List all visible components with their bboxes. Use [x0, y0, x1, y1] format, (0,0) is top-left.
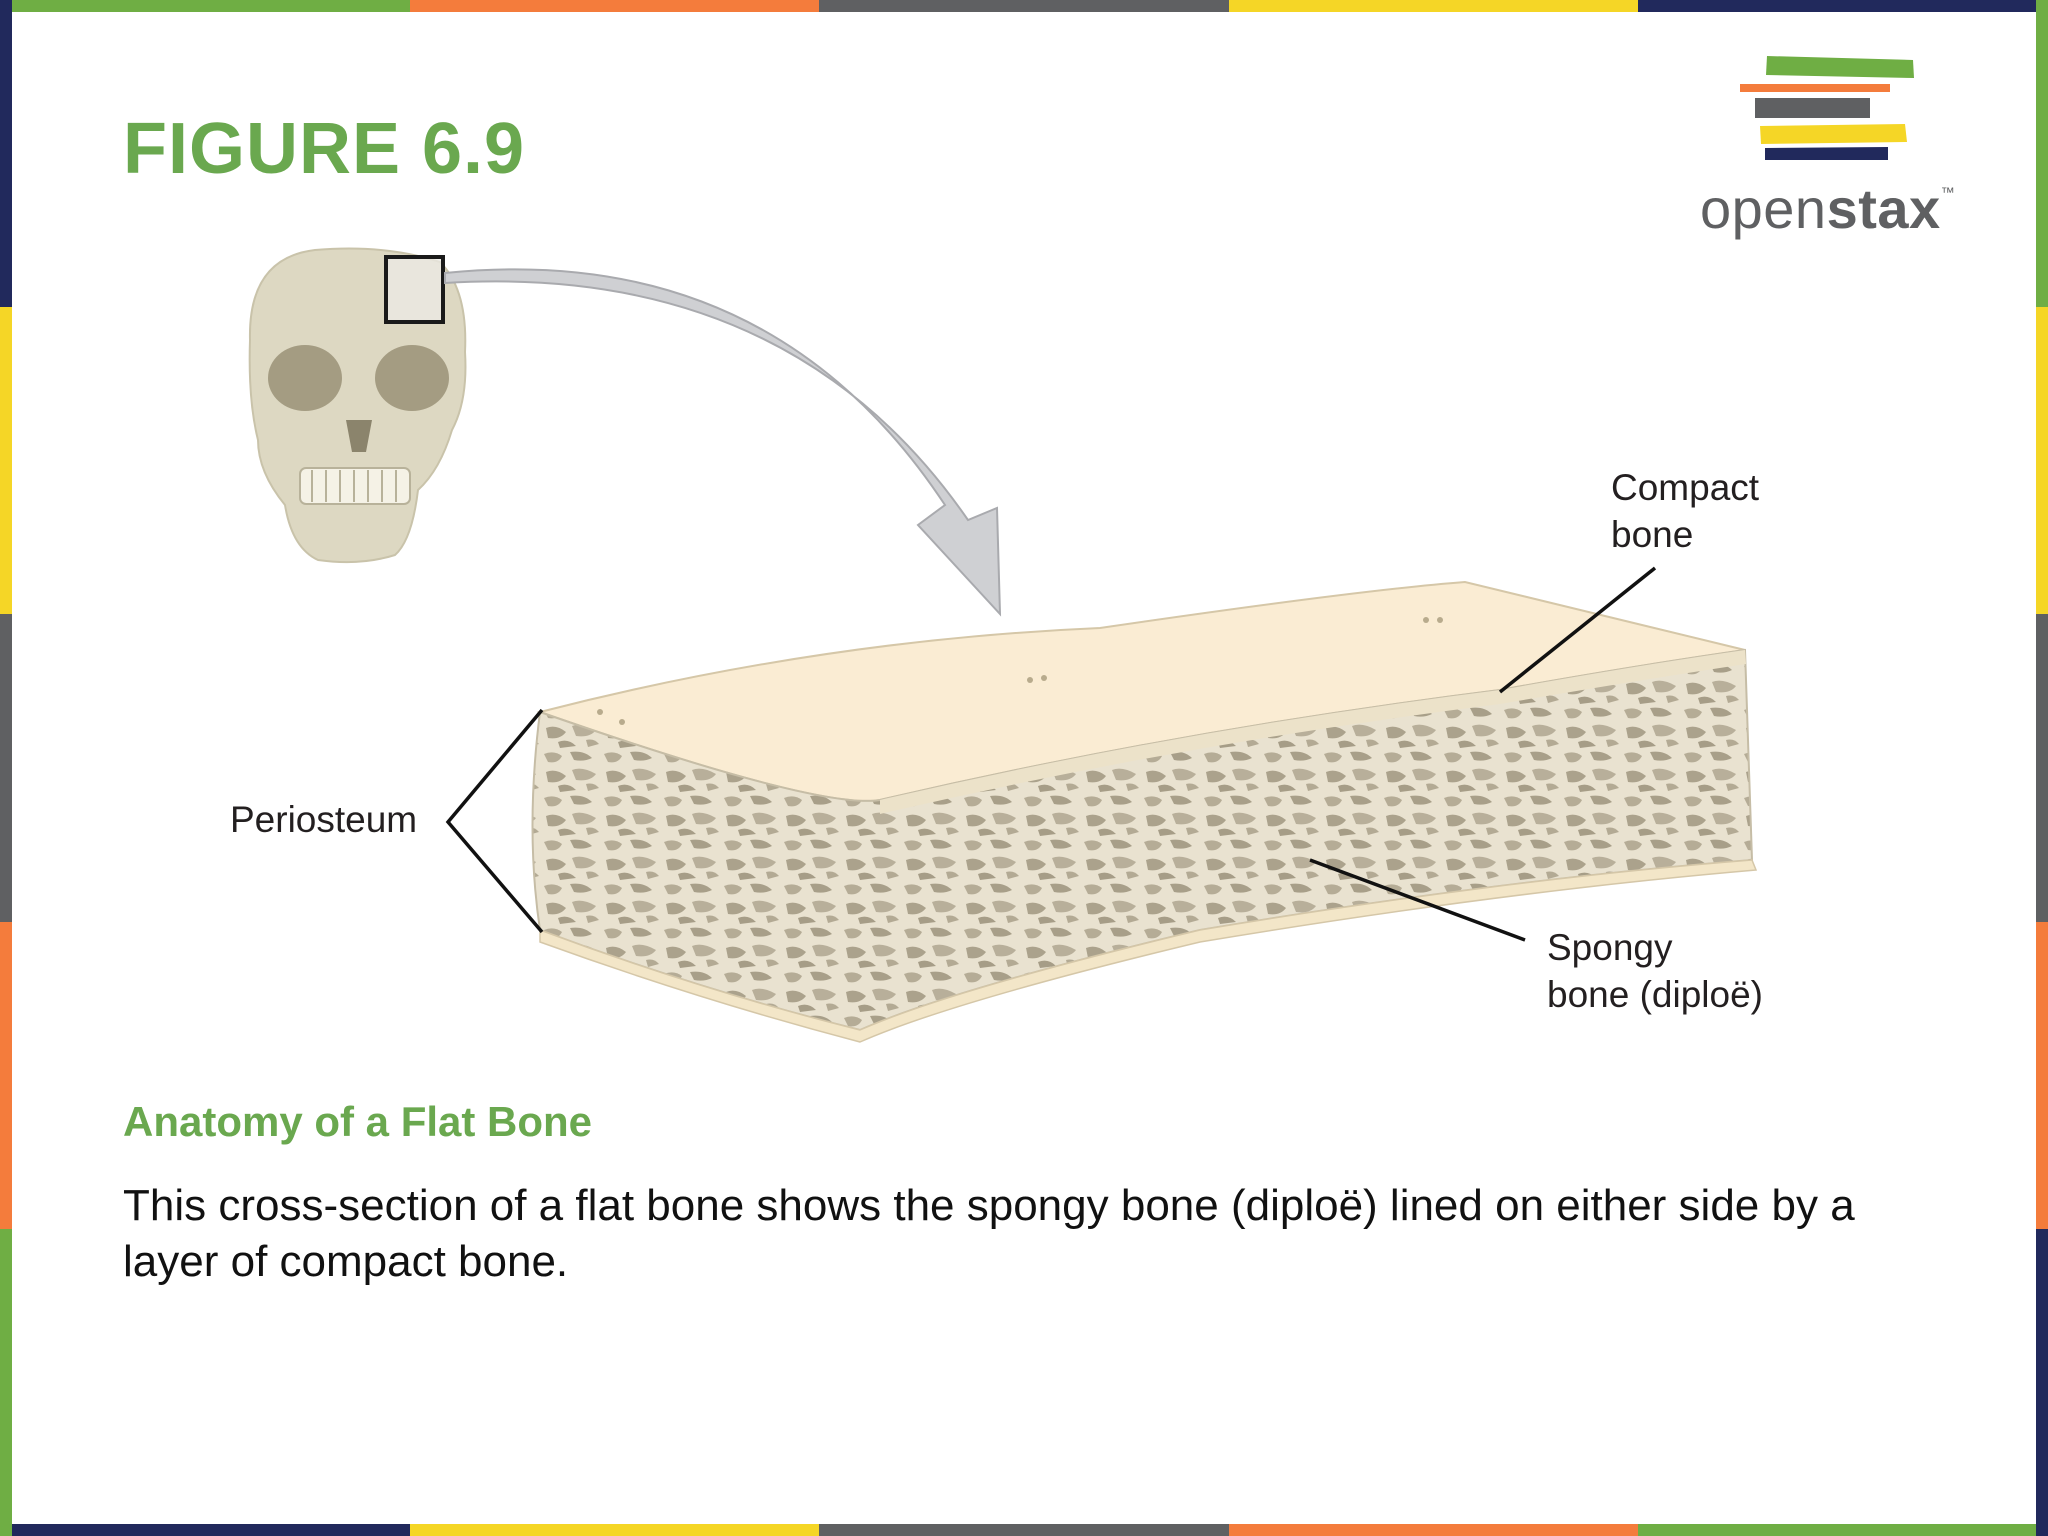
border-bottom [0, 1524, 2048, 1536]
zoom-arrow-icon [444, 268, 1002, 617]
caption-text: This cross-section of a flat bone shows … [123, 1181, 1855, 1286]
flat-bone-diagram: Compact bone Spongy bone (diploë) Perios… [230, 247, 1763, 1043]
periosteum-leader [445, 708, 544, 934]
openstax-logo: openstax™ [1700, 48, 1990, 248]
logo-stripes-icon [1740, 56, 1914, 160]
border-right [2036, 0, 2048, 1536]
skull-icon [248, 247, 467, 564]
border-top [0, 0, 2048, 12]
compact-bone-label: Compact bone [1611, 467, 1760, 555]
spongy-bone-leader [1309, 858, 1526, 942]
border-left [0, 0, 12, 1536]
figure-title: FIGURE 6.9 [123, 109, 526, 189]
compact-bone-leader [1498, 566, 1657, 694]
caption-title: Anatomy of a Flat Bone [123, 1098, 593, 1145]
spongy-bone-label: Spongy bone (diploë) [1547, 927, 1763, 1015]
periosteum-label: Periosteum [230, 799, 418, 840]
bone-cross-section [531, 580, 1758, 1043]
logo-wordmark: openstax™ [1700, 177, 1956, 240]
